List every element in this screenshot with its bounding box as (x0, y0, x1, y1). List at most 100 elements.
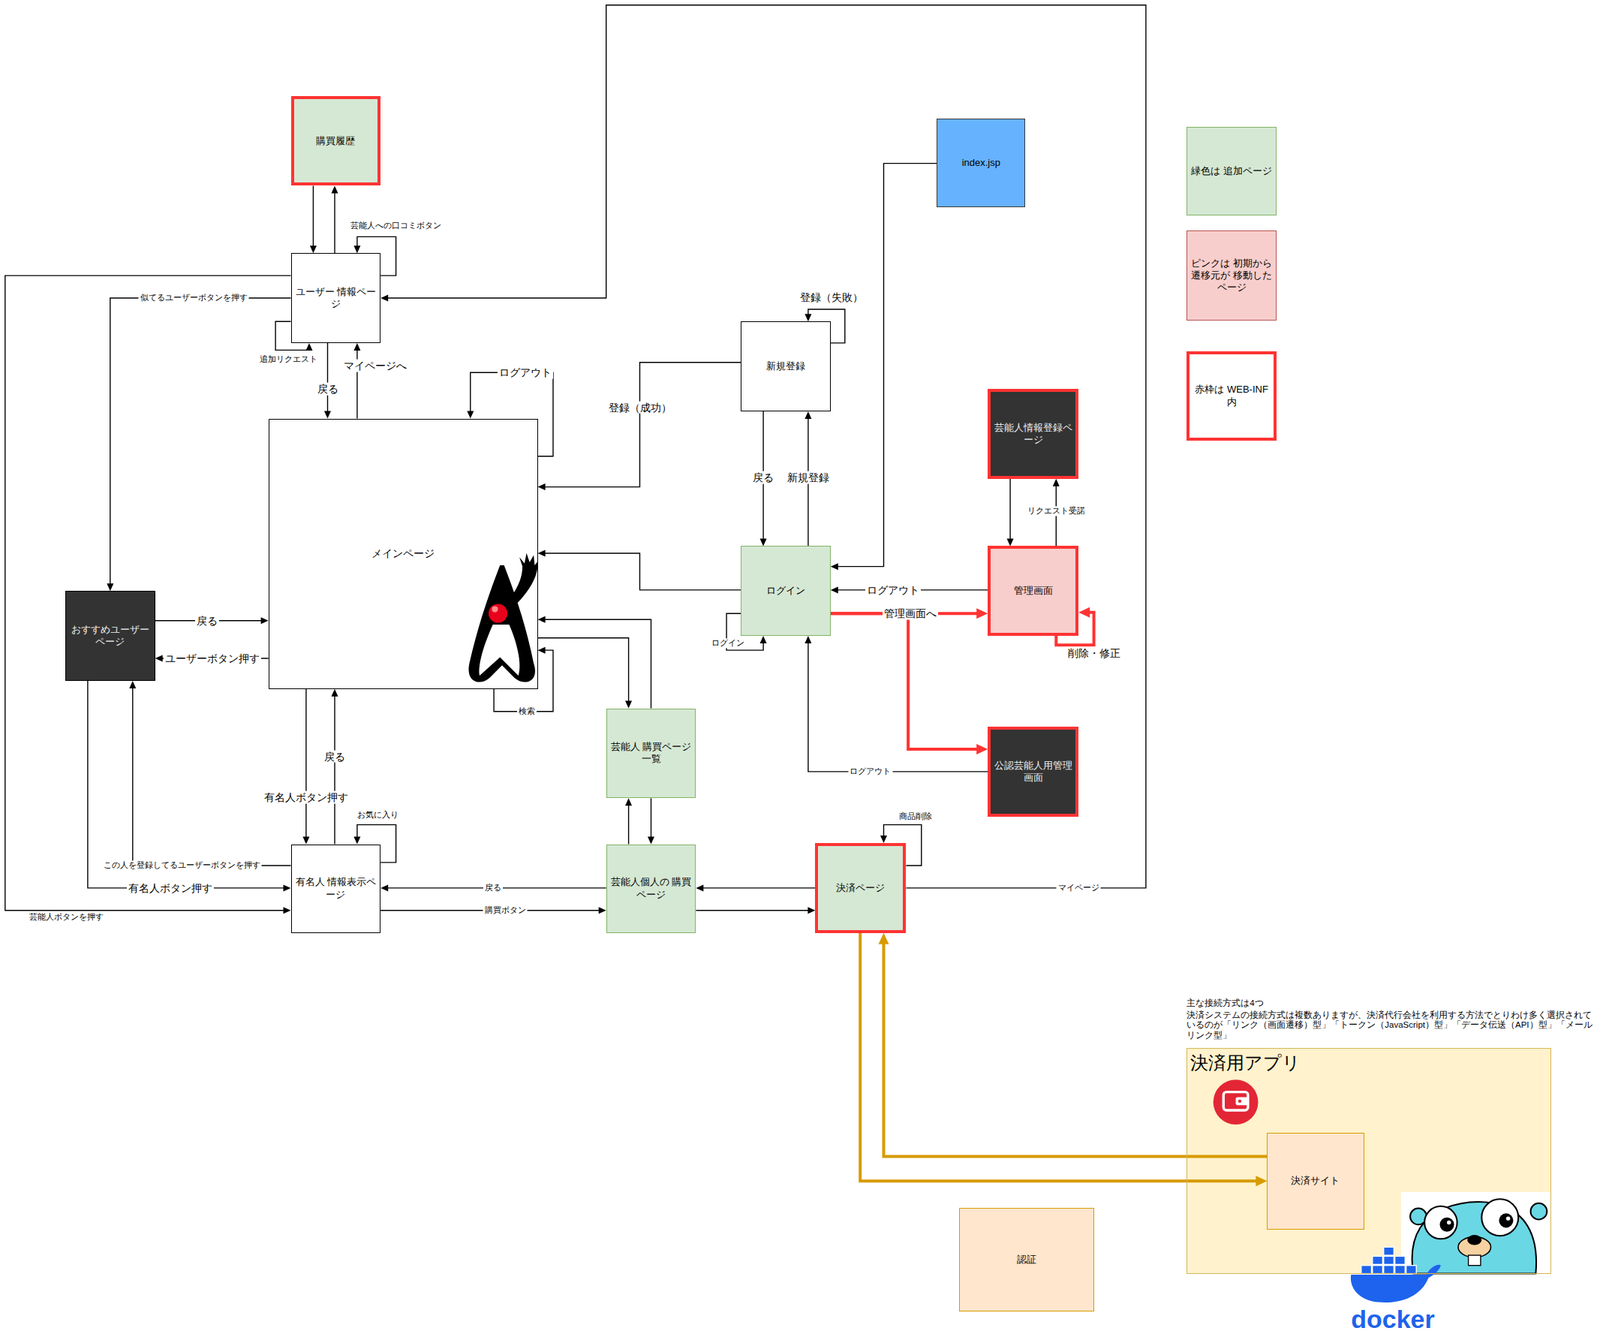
connector (695, 884, 816, 891)
node-text: メインページ (371, 547, 435, 561)
legend-swatch: 緑色は 追加ページ (1186, 126, 1277, 216)
edge-label: 購買ボタン (483, 905, 528, 915)
illustration-part (1440, 1217, 1455, 1232)
connector-line (628, 803, 629, 844)
service-box: 決済サイト (1266, 1132, 1364, 1230)
illustration-part (1238, 1099, 1242, 1103)
node-text: 芸能人 購買ページ 一覧 (610, 740, 693, 766)
node-text: ログイン (766, 584, 806, 597)
connector (380, 5, 1146, 888)
illustration-part (1467, 1234, 1482, 1246)
legend-text: 緑色は 追加ページ (1190, 165, 1273, 178)
node-text: 認証 (1016, 1253, 1037, 1266)
page-box: 管理画面 (987, 545, 1079, 636)
edge-label: お気に入り (355, 810, 400, 821)
edge-label: 商品削除 (897, 811, 934, 822)
arrowhead (155, 655, 163, 662)
illustration-part (487, 602, 509, 623)
arrowhead (830, 562, 839, 570)
arrowhead (880, 835, 888, 843)
connector-line (327, 342, 328, 413)
illustration-part (1383, 1265, 1395, 1274)
node-text: 決済サイト (1290, 1174, 1340, 1187)
connector (830, 163, 937, 571)
arrowhead (695, 884, 704, 891)
edge-label: 管理画面へ (882, 607, 939, 620)
illustration-part (1401, 1191, 1552, 1274)
illustration-part (1372, 1265, 1384, 1274)
connector-line (470, 372, 554, 457)
arrowhead (324, 411, 331, 419)
illustration-part (1350, 1264, 1441, 1303)
page-box: 芸能人情報登録ページ (987, 388, 1079, 479)
arrowhead (976, 743, 988, 755)
illustration-part (491, 605, 498, 612)
page-box: 購買履歴 (291, 96, 382, 187)
arrowhead (1007, 538, 1014, 546)
connector (466, 372, 554, 457)
arrowhead (305, 342, 313, 351)
arrowhead (261, 616, 269, 624)
duke-mascot (469, 553, 539, 683)
app-region: 決済用アプリ決済サイト (1186, 1047, 1551, 1274)
edge-label: 戻る (751, 471, 776, 485)
connector (493, 646, 554, 712)
node-text: おすすめユーザーページ (69, 623, 152, 649)
legend-sample: 赤枠は WEB-INF内 (1186, 351, 1277, 442)
illustration-part (1530, 1203, 1548, 1220)
connector (695, 906, 816, 914)
illustration-part (1424, 1206, 1458, 1240)
arrowhead (1052, 478, 1060, 487)
connector (5, 275, 292, 914)
connector-line (884, 941, 1268, 1157)
illustration-part (1383, 1246, 1395, 1255)
legend-swatch: ピンクは 初期から遷移元が 移動したページ (1186, 230, 1277, 321)
connector (538, 362, 742, 491)
arrowhead (647, 836, 655, 845)
connector (309, 186, 317, 254)
arrowhead (330, 688, 338, 697)
illustration-part (1446, 1220, 1451, 1225)
arrowhead (538, 616, 546, 623)
connector (324, 342, 331, 419)
illustration-part (1236, 1096, 1249, 1105)
arrowhead (106, 583, 114, 591)
page-box: ログイン (740, 545, 831, 636)
arrowhead (538, 646, 546, 654)
arrowhead (353, 836, 361, 845)
edge-label: この人を登録してるユーザーボタンを押す (102, 860, 262, 870)
connector-line (312, 186, 314, 248)
connector (830, 613, 988, 755)
edge-label: 戻る (315, 382, 340, 396)
connector-line (544, 553, 742, 590)
illustration-part (1372, 1255, 1384, 1264)
edge-label: マイページへ (342, 358, 409, 372)
arrowhead (283, 884, 292, 891)
connector (538, 616, 652, 709)
arrowhead (804, 635, 812, 644)
connector (1007, 478, 1014, 547)
connector (330, 688, 338, 845)
connector-line (695, 909, 810, 911)
connector (538, 549, 742, 590)
edge-label: 芸能人ボタンを押す (27, 912, 106, 923)
node-text: 購買履歴 (315, 135, 355, 148)
illustration-part (479, 624, 521, 676)
connector-line (830, 613, 979, 749)
page-box: ユーザー 情報ページ (291, 252, 382, 343)
edge-label: 戻る (195, 613, 220, 627)
arrowhead (309, 245, 317, 253)
edge-label: ログイン (709, 637, 746, 648)
edge-label: ログアウト (497, 366, 554, 379)
arrowhead (804, 411, 812, 419)
node-text: 新規登録 (766, 360, 806, 373)
node-text: 決済ページ (836, 881, 885, 894)
connector (129, 680, 291, 866)
edge-label: 追加リクエスト (258, 354, 319, 364)
illustration-part (1506, 1215, 1510, 1220)
connector-line (305, 688, 307, 839)
note-heading: 主な接続方式は4つ (1186, 998, 1264, 1008)
connector (804, 635, 988, 772)
connector-line (538, 637, 629, 703)
